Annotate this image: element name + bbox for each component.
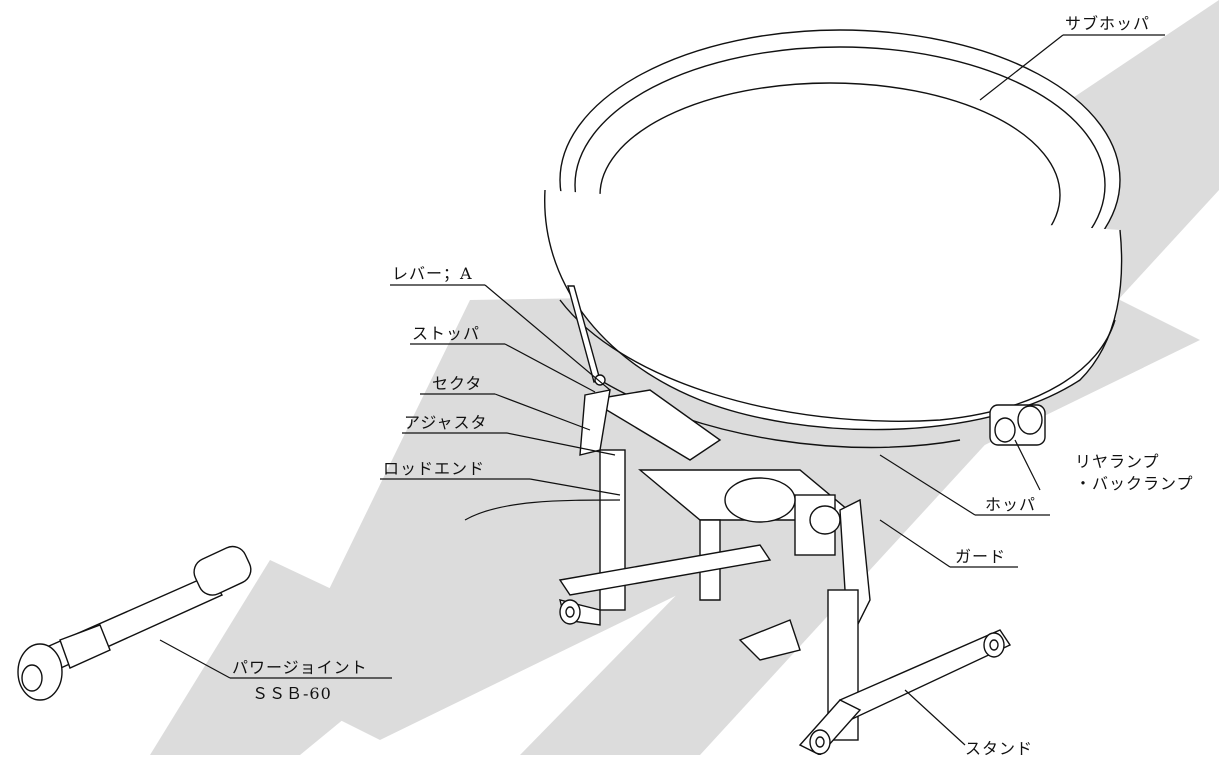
label-lever-a: レバー；A xyxy=(392,264,473,283)
casters xyxy=(559,599,1005,755)
label-rod-end: ロッドエンド xyxy=(383,459,486,478)
label-guard: ガード xyxy=(955,547,1007,566)
label-back-lamp: ・バックランプ xyxy=(1075,474,1194,493)
hopper-drawing xyxy=(544,29,1123,449)
label-stopper: ストッパ xyxy=(412,324,481,343)
label-adjuster: アジャスタ xyxy=(404,413,488,432)
label-sector: セクタ xyxy=(432,374,483,393)
label-power-joint-model: ＳＳＢ-60 xyxy=(252,684,332,703)
hose xyxy=(464,499,621,521)
frame-drawing xyxy=(558,389,1046,756)
power-joint-drawing xyxy=(17,545,252,701)
label-stand: スタンド xyxy=(965,739,1034,758)
lever-drawing xyxy=(567,285,611,456)
label-hopper: ホッパ xyxy=(985,495,1037,514)
label-rear-lamp: リヤランプ xyxy=(1075,452,1160,471)
leader-lines xyxy=(159,34,1165,746)
label-sub-hopper: サブホッパ xyxy=(1065,14,1151,33)
label-power-joint: パワージョイント xyxy=(232,658,368,677)
